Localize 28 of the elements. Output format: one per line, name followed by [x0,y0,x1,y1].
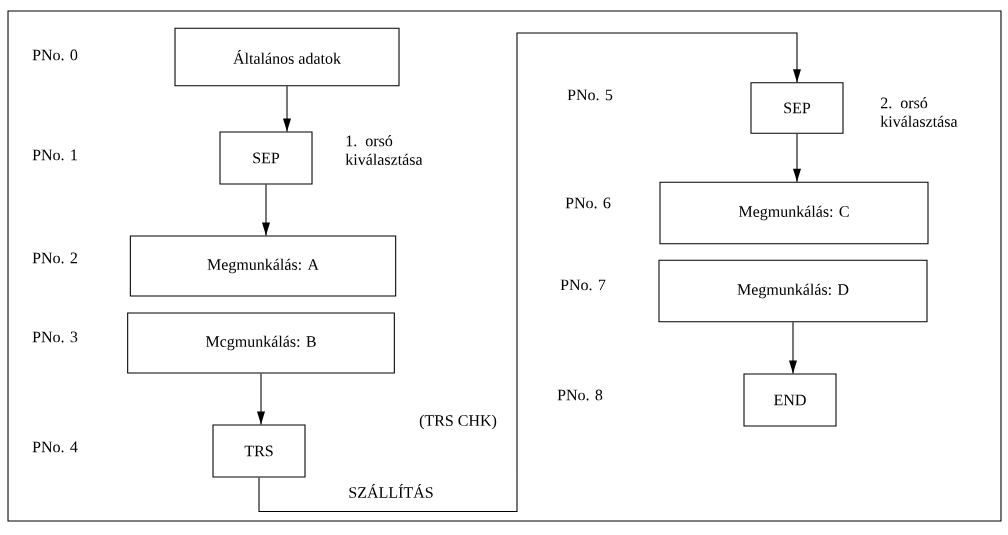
step-number: PNo. 7 [560,279,606,291]
process-box: Megmunkálás: A [129,235,397,297]
process-box: END [743,373,837,427]
arrow [789,321,797,374]
process-box: Mcgmunkálás: B [127,312,395,374]
arrow [283,85,291,132]
process-box: Általános adatok [174,27,400,87]
arrow [793,133,801,183]
step-number: PNo. 0 [32,49,78,61]
arrow [258,32,801,513]
process-box: SEP [219,131,313,185]
note: (TRS CHK) [419,414,497,430]
step-number: PNo. 6 [565,197,611,209]
process-box: TRS [212,424,306,478]
note: 2. orsó kiválasztása [880,97,958,127]
step-number: PNo. 1 [32,149,77,161]
edge-label: SZÁLLÍTÁS [349,484,433,498]
step-number: PNo. 5 [567,89,613,101]
process-box: Megmunkálás: D [658,259,928,323]
step-number: PNo. 8 [557,389,603,401]
arrow [262,184,270,236]
step-number: PNo. 2 [32,252,77,264]
process-box: SEP [750,82,844,134]
arrow [257,373,265,425]
step-number: PNo. 4 [32,441,78,453]
process-box: Megmunkálás: C [659,181,929,245]
note: 1. orsó kiválasztása [345,135,423,165]
step-number: PNo. 3 [32,331,78,343]
